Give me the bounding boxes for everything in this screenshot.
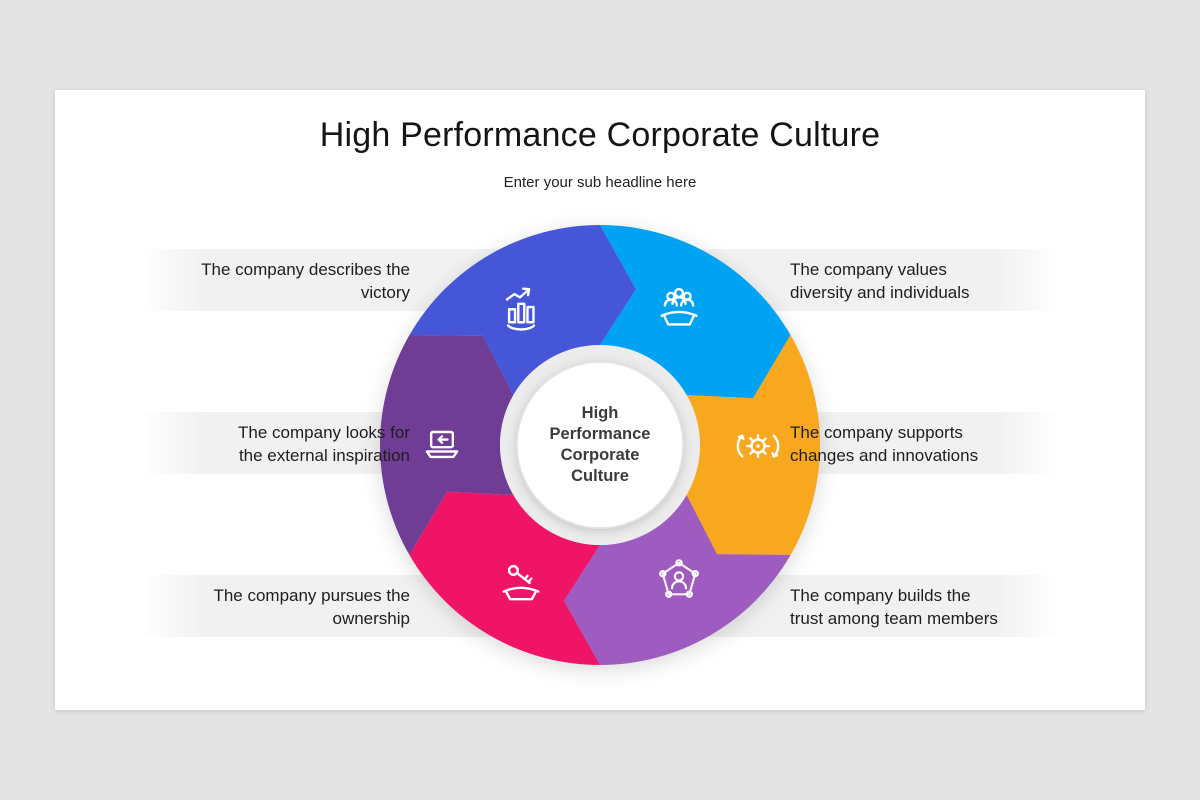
label-external-inspiration: The company looks for the external inspi…	[238, 423, 410, 465]
label-builds-trust: The company builds the trust among team …	[790, 586, 998, 628]
segment-supports-changes	[686, 335, 821, 555]
segment-values-diversity	[600, 225, 791, 399]
culture-wheel: High Performance Corporate Culture	[300, 145, 900, 745]
label-pursues-ownership: The company pursues the ownership	[213, 586, 410, 628]
slide: High Performance Corporate Culture Enter…	[55, 90, 1145, 710]
slide-title: High Performance Corporate Culture	[319, 116, 881, 154]
label-values-diversity: The company values diversity and individ…	[790, 260, 970, 302]
segment-external-inspiration	[379, 335, 514, 555]
segment-describes-victory	[409, 225, 636, 395]
segment-pursues-ownership	[409, 491, 600, 665]
wheel-center-label: High Performance Corporate Culture	[549, 404, 651, 485]
wheel-segments	[379, 225, 821, 665]
slide-subtitle: Enter your sub headline here	[503, 174, 697, 191]
wheel-hub	[516, 361, 684, 529]
wheel-svg	[379, 225, 821, 665]
label-describes-victory: The company describes the victory	[201, 260, 410, 302]
label-supports-changes: The company supports changes and innovat…	[790, 423, 979, 465]
